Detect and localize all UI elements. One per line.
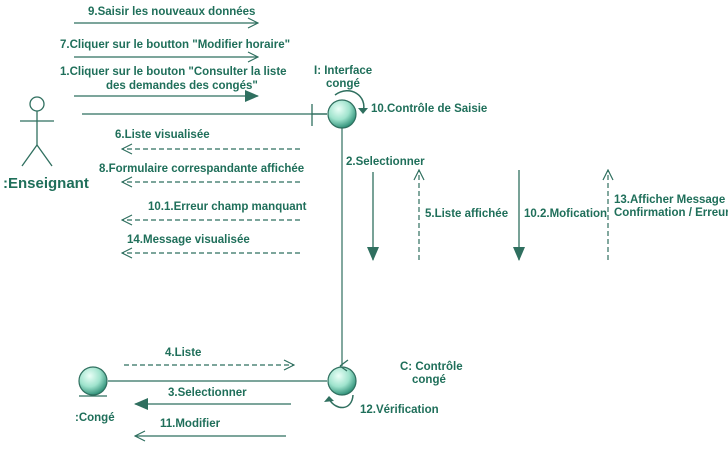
msg-6: 6.Liste visualisée <box>115 129 300 149</box>
conge-label: :Congé <box>75 412 115 424</box>
msg-9: 9.Saisir les nouveaux données <box>74 6 258 23</box>
msg-3-label: 3.Selectionner <box>168 387 247 399</box>
control-controle <box>324 359 357 409</box>
msg-13-label-line2: Confirmation / Erreur <box>614 207 728 219</box>
msg-6-label: 6.Liste visualisée <box>115 129 210 141</box>
self-loop-12-head <box>324 396 334 402</box>
msg-10-label: 10.Contrôle de Saisie <box>371 103 487 115</box>
controle-arrowhead <box>339 359 349 372</box>
controle-label-line1: C: Contrôle <box>400 361 463 373</box>
msg-14: 14.Message visualisée <box>122 234 300 253</box>
msg-1-label-line1: 1.Cliquer sur le bouton "Consulter la li… <box>60 66 287 78</box>
controle-label-line2: congé <box>412 374 446 386</box>
msg-7: 7.Cliquer sur le boutton "Modifier horai… <box>60 39 290 57</box>
entity-conge <box>78 366 108 397</box>
msg-11: 11.Modifier <box>135 418 286 436</box>
msg-8-label: 8.Formulaire correspandante affichée <box>99 163 304 175</box>
self-loop-10-head <box>358 108 368 114</box>
msg-9-label: 9.Saisir les nouveaux données <box>88 6 255 18</box>
links <box>82 113 343 382</box>
msg-10-1-label: 10.1.Erreur champ manquant <box>148 201 307 213</box>
interface-sphere <box>327 99 357 129</box>
msg-7-label: 7.Cliquer sur le boutton "Modifier horai… <box>60 39 290 51</box>
msg-1-label-line2: des demandes des congés" <box>106 80 258 92</box>
actor-left-leg <box>21 144 38 167</box>
actor-right-leg <box>36 144 53 167</box>
msg-12-label: 12.Vérification <box>360 404 439 416</box>
msg-10-2-label: 10.2.Mofication <box>524 208 607 220</box>
interface-label-line1: I: Interface <box>314 65 372 77</box>
msg-4-label: 4.Liste <box>165 347 201 359</box>
msg-5: 5.Liste affichée <box>419 170 508 260</box>
conge-sphere <box>78 366 108 396</box>
actor-name: :Enseignant <box>3 175 89 192</box>
self-loop-12 <box>328 394 354 409</box>
interface-label-line2: congé <box>326 78 360 90</box>
msg-13: 13.Afficher Message Confirmation / Erreu… <box>608 170 728 260</box>
msg-10-2: 10.2.Mofication <box>513 170 607 261</box>
boundary-interface <box>311 90 368 129</box>
controle-sphere <box>327 366 357 396</box>
msg-13-label-line1: 13.Afficher Message <box>614 194 725 206</box>
msg-10-1: 10.1.Erreur champ manquant <box>122 201 307 220</box>
msg-14-label: 14.Message visualisée <box>127 234 250 246</box>
msg-8: 8.Formulaire correspandante affichée <box>99 163 304 182</box>
msg-3: 3.Selectionner <box>134 387 291 410</box>
msg-5-label: 5.Liste affichée <box>425 208 508 220</box>
msg-2: 2.Selectionner <box>346 156 425 261</box>
msg-2-label: 2.Selectionner <box>346 156 425 168</box>
actor-head <box>29 96 45 112</box>
actor-enseignant <box>20 96 54 167</box>
msg-1: 1.Cliquer sur le bouton "Consulter la li… <box>60 66 287 102</box>
msg-4: 4.Liste <box>124 347 294 365</box>
msg-11-label: 11.Modifier <box>160 418 221 430</box>
